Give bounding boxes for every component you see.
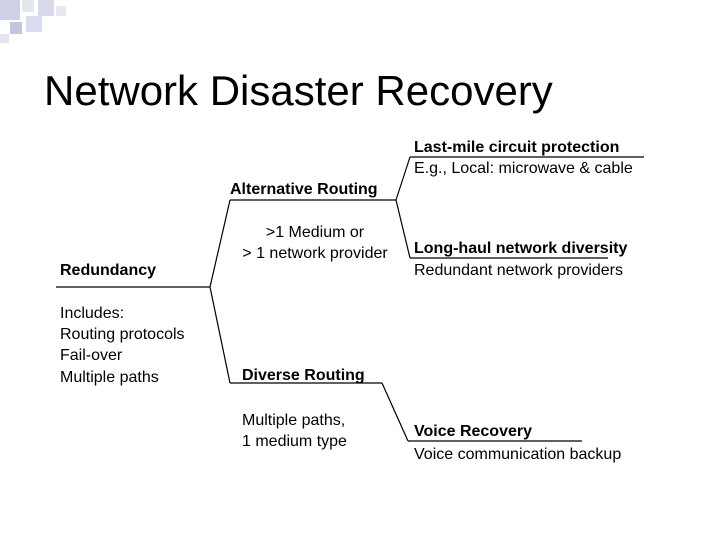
leaf-1-heading: Last-mile circuit protection	[414, 139, 620, 156]
leaf-3-detail: Voice communication backup	[414, 446, 622, 463]
deco-square	[26, 16, 42, 32]
root-detail-2: Routing protocols	[60, 326, 185, 343]
leaf-1-detail: E.g., Local: microwave & cable	[414, 160, 633, 177]
root-branch-connector	[209, 199, 231, 384]
alternative-detail-1: >1 Medium or	[265, 224, 365, 241]
root-heading: Redundancy	[60, 262, 157, 279]
deco-square	[38, 0, 54, 16]
root-detail-1: Includes:	[60, 305, 125, 322]
diverse-detail-2: 1 medium type	[242, 433, 347, 450]
alternative-branch-connector	[395, 156, 411, 259]
alternative-heading: Alternative Routing	[230, 181, 378, 198]
leaf-2-heading: Long-haul network diversity	[414, 240, 628, 257]
deco-square	[56, 6, 66, 16]
diverse-branch-connector	[381, 382, 409, 442]
deco-square	[22, 0, 34, 12]
root-detail-3: Fail-over	[60, 347, 123, 364]
alternative-detail-2: > 1 network provider	[242, 245, 388, 262]
deco-square	[10, 22, 22, 34]
leaf-3-heading: Voice Recovery	[414, 423, 532, 440]
leaf-2-detail: Redundant network providers	[414, 262, 624, 279]
root-detail-4: Multiple paths	[60, 369, 159, 386]
decorative-squares	[0, 0, 66, 43]
diverse-heading: Diverse Routing	[242, 367, 365, 384]
deco-square	[0, 34, 9, 43]
diverse-detail-1: Multiple paths,	[242, 412, 346, 429]
slide-title: Network Disaster Recovery	[44, 67, 553, 114]
deco-square	[0, 0, 20, 20]
